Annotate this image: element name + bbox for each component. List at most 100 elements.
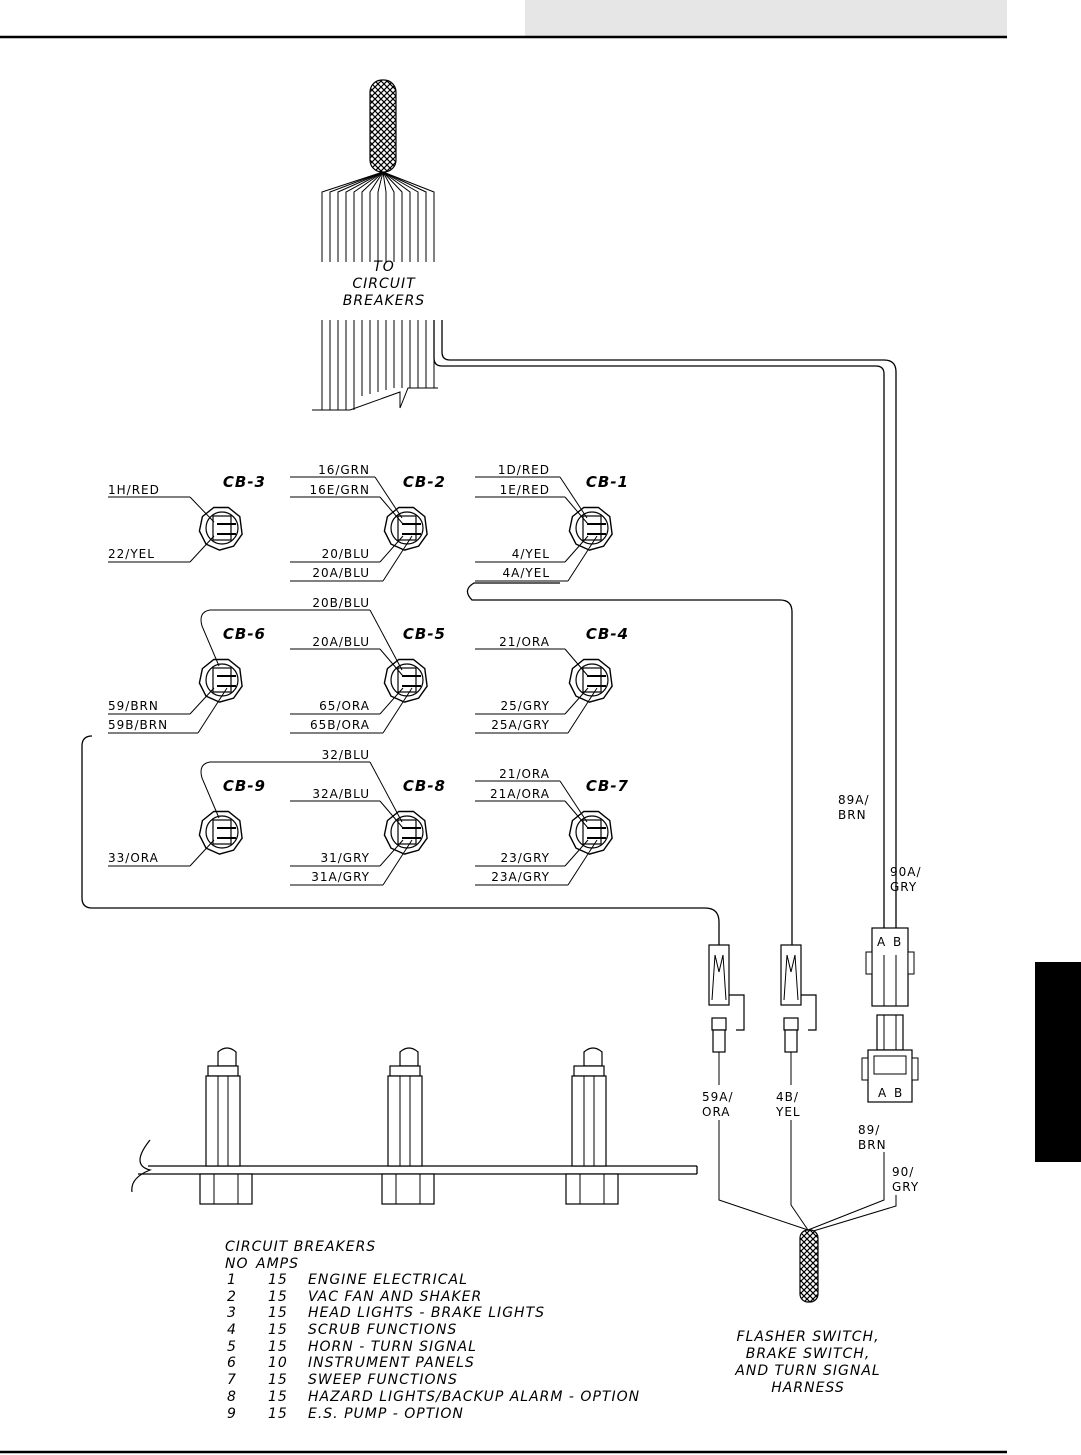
- wire-4B-yel: [466, 582, 793, 945]
- harness-top-label-line3: BREAKERS: [343, 293, 425, 309]
- legend-row-no: 4: [227, 1322, 237, 1338]
- legend-row-desc: VAC FAN AND SHAKER: [308, 1289, 482, 1305]
- wire-label: 20A/BLU: [312, 566, 370, 580]
- breaker-cb-2: CB-2 16/GRN 16E/GRN 20/BLU 20A/BLU: [290, 463, 446, 582]
- wire-label: 25A/GRY: [491, 718, 550, 732]
- legend-row-no: 9: [227, 1406, 237, 1422]
- legend-title: CIRCUIT BREAKERS: [225, 1239, 376, 1255]
- bottom-harness: FLASHER SWITCH, BRAKE SWITCH, AND TURN S…: [718, 1120, 897, 1396]
- breaker-cb-9: CB-9 33/ORA: [108, 777, 266, 867]
- breaker-label: CB-4: [586, 625, 629, 643]
- breaker-label: CB-6: [223, 625, 266, 643]
- legend-row-no: 3: [227, 1305, 237, 1321]
- wire-label: 1E/RED: [500, 483, 550, 497]
- breaker-cb-3: CB-3 1H/RED 22/YEL: [108, 473, 266, 563]
- wire-label: 1D/RED: [498, 463, 550, 477]
- harness-sheath: [799, 1229, 819, 1303]
- wire-label: ORA: [702, 1105, 731, 1119]
- wire-label: 16/GRN: [318, 463, 370, 477]
- harness-bottom-label-line3: AND TURN SIGNAL: [734, 1363, 880, 1379]
- pin-label: A: [878, 1086, 887, 1100]
- breaker-mounting-panel: [131, 1047, 698, 1205]
- legend-row-no: 1: [227, 1272, 237, 1288]
- wire-label: 33/ORA: [108, 851, 159, 865]
- breaker-label: CB-1: [586, 473, 629, 491]
- wire-label: 89/: [858, 1123, 880, 1137]
- legend-row-amps: 15: [268, 1289, 288, 1305]
- harness-sheath: [369, 79, 397, 173]
- wire-label: 59A/: [702, 1090, 734, 1104]
- wire-label: 20B/BLU: [312, 596, 370, 610]
- harness-top-label-line1: TO: [373, 259, 395, 275]
- wire-label: 65/ORA: [319, 699, 370, 713]
- breaker-cb-4: CB-4 21/ORA 25/GRY 25A/GRY: [475, 625, 629, 734]
- wire-label: 21/ORA: [499, 767, 550, 781]
- jumper-32-loop: [200, 761, 220, 819]
- legend-head-amps: AMPS: [255, 1256, 299, 1272]
- legend-row-desc: INSTRUMENT PANELS: [308, 1355, 475, 1371]
- jumper-20B-loop: [200, 609, 220, 667]
- harness-bottom-label-line1: FLASHER SWITCH,: [736, 1329, 879, 1345]
- breaker-label: CB-8: [403, 777, 446, 795]
- breaker-cb-1: CB-1 1D/RED 1E/RED 4/YEL 4A/YEL: [475, 463, 629, 582]
- connector-4B: [780, 944, 817, 1085]
- legend-row-desc: ENGINE ELECTRICAL: [308, 1272, 468, 1288]
- wire-label: 1H/RED: [108, 483, 160, 497]
- wire-label: 65B/ORA: [310, 718, 370, 732]
- wire-label: 21A/ORA: [490, 787, 550, 801]
- wire-label: 23/GRY: [500, 851, 550, 865]
- legend-row-amps: 10: [268, 1355, 288, 1371]
- breaker-cb-6: CB-6 59/BRN 59B/BRN: [108, 625, 266, 734]
- breaker-label: CB-3: [223, 473, 266, 491]
- breaker-label: CB-9: [223, 777, 266, 795]
- pin-label: B: [894, 1086, 903, 1100]
- legend-row-no: 2: [227, 1289, 237, 1305]
- wire-90A-gry: [441, 320, 897, 928]
- wire-label: BRN: [838, 808, 867, 822]
- breaker-label: CB-5: [403, 625, 446, 643]
- breaker-cb-5: CB-5 20B/BLU 20A/BLU 65/ORA 65B/ORA: [210, 596, 446, 734]
- pin-label: B: [893, 935, 902, 949]
- legend-row-amps: 15: [268, 1305, 288, 1321]
- breaker-cb-7: CB-7 21/ORA 21A/ORA 23/GRY 23A/GRY: [475, 767, 629, 886]
- wire-label: 59B/BRN: [108, 718, 168, 732]
- wire-label: 23A/GRY: [491, 870, 550, 884]
- wire-label: 4B/: [776, 1090, 799, 1104]
- legend-row-desc: HORN - TURN SIGNAL: [308, 1339, 477, 1355]
- wire-label: 20A/BLU: [312, 635, 370, 649]
- wire-label: 31A/GRY: [311, 870, 370, 884]
- wire-label: 25/GRY: [500, 699, 550, 713]
- stud: [199, 1047, 253, 1205]
- stud: [565, 1047, 619, 1205]
- legend-row-desc: E.S. PUMP - OPTION: [308, 1406, 464, 1422]
- legend-row-amps: 15: [268, 1322, 288, 1338]
- breaker-label: CB-2: [403, 473, 446, 491]
- wire-label: 16E/GRN: [309, 483, 370, 497]
- harness-bottom-label-line2: BRAKE SWITCH,: [746, 1346, 871, 1362]
- wire-label: 20/BLU: [322, 547, 370, 561]
- legend-head-no: NO: [225, 1256, 249, 1272]
- wire-label: 21/ORA: [499, 635, 550, 649]
- wire-label: 31/GRY: [320, 851, 370, 865]
- legend-row-no: 6: [227, 1355, 237, 1371]
- wire-label: 22/YEL: [108, 547, 155, 561]
- wire-label: 32/BLU: [322, 748, 370, 762]
- legend-row-desc: SCRUB FUNCTIONS: [308, 1322, 457, 1338]
- legend-row-desc: HAZARD LIGHTS/BACKUP ALARM - OPTION: [308, 1389, 640, 1405]
- wire-59A-ora: [81, 735, 720, 945]
- wire-label: 59/BRN: [108, 699, 159, 713]
- legend-row-no: 7: [227, 1372, 237, 1388]
- wire-label: YEL: [775, 1105, 801, 1119]
- wire-89A-brn: [433, 320, 885, 928]
- legend-row-amps: 15: [268, 1272, 288, 1288]
- circuit-breaker-legend: CIRCUIT BREAKERS NO AMPS 1 15 ENGINE ELE…: [225, 1239, 640, 1422]
- legend-row-desc: SWEEP FUNCTIONS: [308, 1372, 458, 1388]
- legend-row-amps: 15: [268, 1406, 288, 1422]
- header-gray-bar: [525, 0, 1007, 36]
- wire-label: 90/: [892, 1165, 914, 1179]
- wire-label: GRY: [890, 880, 917, 894]
- wire-label: BRN: [858, 1138, 887, 1152]
- wire-label: 4/YEL: [512, 547, 550, 561]
- breaker-label: CB-7: [586, 777, 629, 795]
